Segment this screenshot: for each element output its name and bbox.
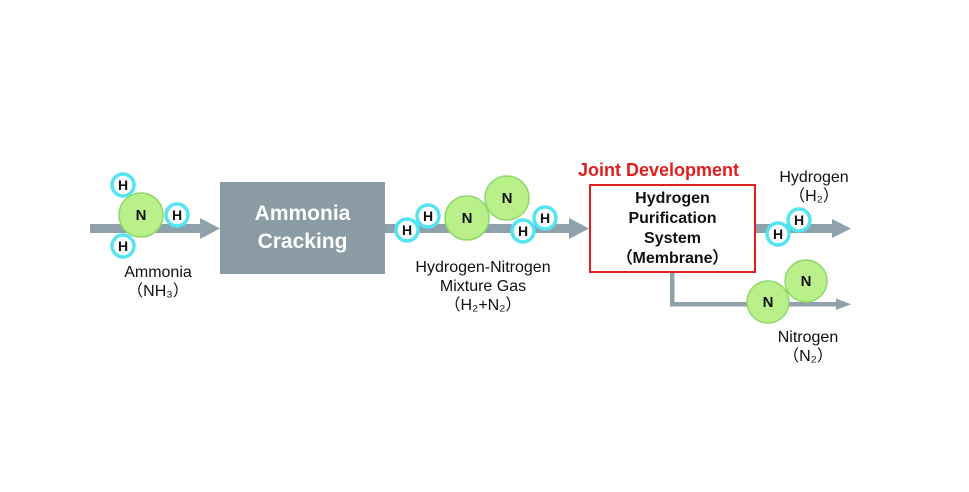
purification-line1: Hydrogen bbox=[635, 189, 710, 207]
arrow-head-nitrogen bbox=[836, 298, 851, 310]
svg-text:N: N bbox=[136, 207, 147, 224]
nitrogen-atom: N bbox=[118, 192, 164, 238]
purification-line4: （Membrane） bbox=[616, 249, 729, 267]
ammonia-name: Ammonia bbox=[124, 264, 192, 281]
nitrogen-atom: N bbox=[784, 259, 828, 303]
svg-text:H: H bbox=[540, 210, 550, 226]
ammonia-label: Ammonia （NH₃） bbox=[98, 263, 218, 301]
svg-text:H: H bbox=[118, 238, 128, 254]
mixture-hydrogen-molecule: H H bbox=[510, 205, 558, 244]
hydrogen-atom: H bbox=[510, 218, 536, 244]
mixture-label: Hydrogen-Nitrogen Mixture Gas （H₂+N₂） bbox=[393, 258, 573, 315]
purification-line2: Purification bbox=[628, 209, 717, 227]
svg-text:H: H bbox=[172, 207, 182, 223]
arrow-head-mixture bbox=[569, 218, 589, 239]
hydrogen-output-formula: （H₂） bbox=[789, 188, 839, 205]
mixture-formula: （H₂+N₂） bbox=[444, 297, 522, 314]
svg-text:N: N bbox=[763, 294, 774, 311]
ammonia-cracking-box: Ammonia Cracking bbox=[220, 182, 385, 274]
arrow-head-hydrogen bbox=[832, 219, 851, 238]
mixture-name-line2: Mixture Gas bbox=[439, 278, 527, 295]
hydrogen-atom: H bbox=[765, 221, 791, 247]
hydrogen-atom: H bbox=[786, 207, 812, 233]
svg-text:H: H bbox=[773, 226, 783, 242]
mixture-nitrogen-molecule: N N bbox=[444, 175, 530, 241]
hydrogen-atom: H bbox=[164, 202, 190, 228]
hydrogen-atom: H bbox=[394, 217, 420, 243]
hydrogen-output-label: Hydrogen （H₂） bbox=[764, 168, 864, 206]
nitrogen-output-formula: （N₂） bbox=[783, 348, 833, 365]
svg-text:N: N bbox=[502, 190, 513, 207]
molecules: H N H H H bbox=[110, 172, 828, 324]
hydrogen-atom: H bbox=[532, 205, 558, 231]
svg-text:H: H bbox=[402, 222, 412, 238]
hydrogen-output-name: Hydrogen bbox=[779, 169, 849, 186]
svg-text:H: H bbox=[118, 177, 128, 193]
nitrogen-atom: N bbox=[444, 195, 490, 241]
mixture-name-line1: Hydrogen-Nitrogen bbox=[415, 259, 551, 276]
nitrogen-atom: N bbox=[746, 280, 790, 324]
purification-system-box: Hydrogen Purification System （Membrane） bbox=[589, 184, 756, 273]
svg-text:N: N bbox=[801, 273, 812, 290]
hydrogen-atom: H bbox=[415, 203, 441, 229]
ammonia-formula: （NH₃） bbox=[127, 283, 189, 300]
nitrogen-output-label: Nitrogen （N₂） bbox=[758, 328, 858, 366]
mixture-hydrogen-molecule: H H bbox=[394, 203, 441, 243]
nitrogen-output-name: Nitrogen bbox=[777, 329, 839, 346]
cracking-label-line2: Cracking bbox=[257, 230, 348, 253]
arrow-elbow-vertical bbox=[670, 273, 675, 306]
svg-text:H: H bbox=[794, 212, 804, 228]
cracking-label-line1: Ammonia bbox=[254, 202, 351, 225]
ammonia-molecule: H N H H bbox=[110, 172, 190, 259]
nitrogen-atom: N bbox=[484, 175, 530, 221]
svg-text:H: H bbox=[518, 223, 528, 239]
hydrogen-atom: H bbox=[110, 172, 136, 198]
svg-text:N: N bbox=[462, 210, 473, 227]
output-nitrogen-molecule: N N bbox=[746, 259, 828, 324]
cracking-box-fill bbox=[220, 182, 385, 274]
joint-development-heading: Joint Development bbox=[578, 160, 740, 180]
arrow-head-feed bbox=[200, 218, 220, 239]
hydrogen-atom: H bbox=[110, 233, 136, 259]
output-hydrogen-molecule: H H bbox=[765, 207, 812, 247]
purification-line3: System bbox=[644, 229, 701, 247]
svg-text:H: H bbox=[423, 208, 433, 224]
